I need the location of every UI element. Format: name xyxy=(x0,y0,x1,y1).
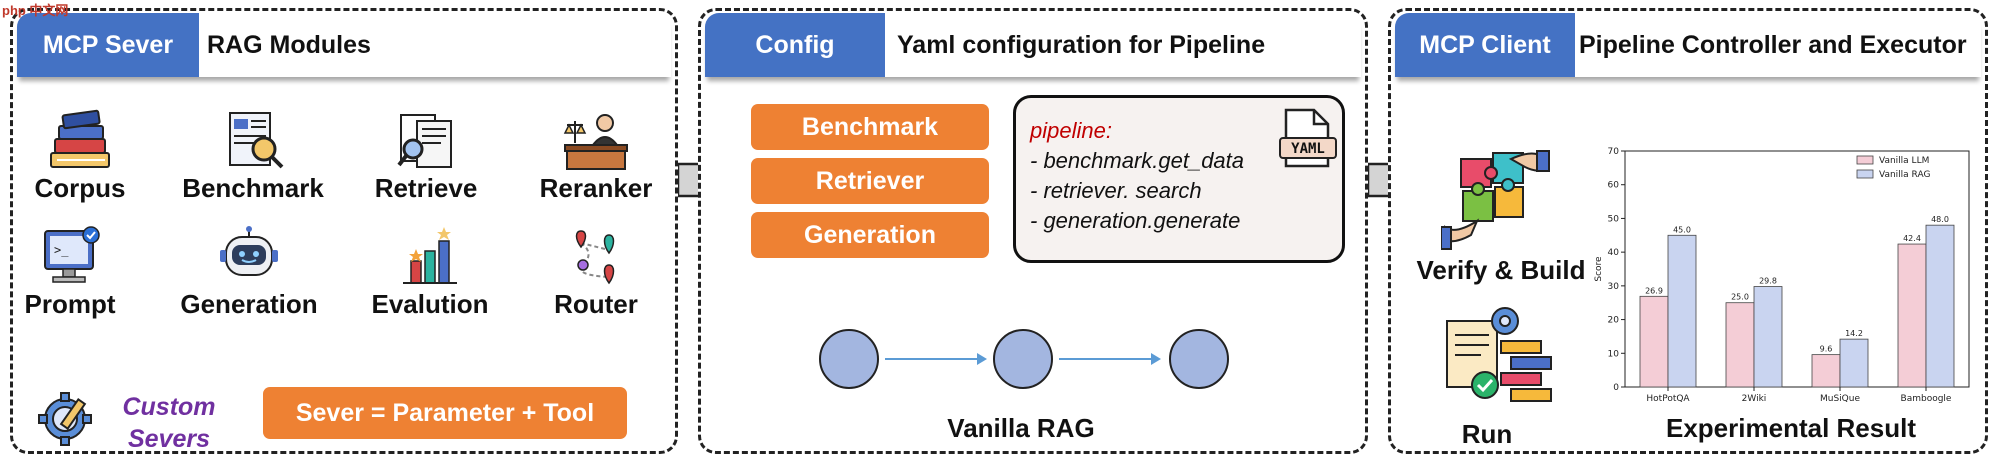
yaml-badge: YAML xyxy=(1291,141,1325,157)
module-label: Generation xyxy=(180,289,318,319)
bar xyxy=(1725,302,1755,388)
document-magnifier-icon xyxy=(229,112,284,169)
legend-swatch xyxy=(1856,169,1874,179)
client-title: Pipeline Controller and Executor xyxy=(1579,30,1967,59)
step-retriever: Retriever xyxy=(751,158,989,204)
gear-pencil-icon xyxy=(38,392,92,446)
module-benchmark: Benchmark xyxy=(178,109,328,204)
config-title: Yaml configuration for Pipeline xyxy=(897,30,1266,59)
pipeline-node-3 xyxy=(1169,329,1229,389)
yaml-file-icon xyxy=(1279,108,1337,168)
legend-label: Vanilla LLM xyxy=(1879,156,1929,166)
y-tick-label: 60 xyxy=(1608,181,1620,191)
yaml-line: - retriever. search xyxy=(1030,178,1202,203)
bar-value-label: 9.6 xyxy=(1820,345,1833,354)
run-process-icon xyxy=(1446,307,1552,402)
formula-box: Sever = Parameter + Tool xyxy=(263,387,627,439)
y-tick-label: 30 xyxy=(1608,282,1620,292)
module-reranker: Reranker xyxy=(521,109,671,204)
server-tag: MCP Sever xyxy=(17,13,199,77)
svg-text:>_: >_ xyxy=(54,243,69,257)
bar-value-label: 42.4 xyxy=(1903,234,1921,243)
robot-icon xyxy=(220,226,278,276)
watermark: php 中文网 xyxy=(2,3,69,18)
config-tag: Config xyxy=(705,13,885,77)
client-tag: MCP Client xyxy=(1395,13,1575,77)
x-tick-label: MuSiQue xyxy=(1820,394,1860,404)
run-label: Run xyxy=(1461,419,1513,449)
bar-value-label: 26.9 xyxy=(1645,286,1663,295)
custom-line-2: Severs xyxy=(127,425,211,453)
bar-value-label: 48.0 xyxy=(1931,215,1949,224)
module-label: Router xyxy=(554,289,638,319)
bar-value-label: 14.2 xyxy=(1845,329,1863,338)
judge-icon xyxy=(563,114,628,170)
module-label: Prompt xyxy=(24,289,116,319)
yaml-config-box: pipeline: - benchmark.get_data - retriev… xyxy=(1013,95,1345,263)
yaml-key: pipeline: xyxy=(1030,118,1112,143)
client-panel: MCP Client Pipeline Controller and Execu… xyxy=(1388,8,1988,454)
ranking-chart-icon xyxy=(403,227,457,284)
module-generation: Generation xyxy=(174,225,324,320)
module-label: Retrieve xyxy=(374,173,478,203)
y-tick-label: 0 xyxy=(1613,383,1619,393)
module-corpus: Corpus xyxy=(5,109,155,204)
bar-value-label: 45.0 xyxy=(1673,225,1691,234)
custom-severs-label: Custom Severs xyxy=(109,391,229,455)
code-monitor-icon: >_ xyxy=(44,226,100,283)
config-panel: Config Yaml configuration for Pipeline B… xyxy=(698,8,1368,454)
books-icon xyxy=(50,109,110,168)
y-tick-label: 50 xyxy=(1608,214,1620,224)
module-prompt: >_ Prompt xyxy=(0,225,145,320)
pipeline-name: Vanilla RAG xyxy=(947,413,1095,443)
bar xyxy=(1753,286,1783,388)
module-label: Reranker xyxy=(539,173,653,203)
bar xyxy=(1667,234,1697,388)
route-pins-icon xyxy=(575,230,615,285)
bar xyxy=(1639,295,1669,388)
document-search-icon xyxy=(397,114,452,168)
module-label: Corpus xyxy=(34,173,126,203)
bar xyxy=(1839,338,1869,388)
bar xyxy=(1811,354,1841,388)
y-axis-label: Score xyxy=(1594,256,1604,282)
legend-label: Vanilla RAG xyxy=(1879,170,1930,180)
experimental-result-label: Experimental Result xyxy=(1666,413,1916,443)
y-tick-label: 70 xyxy=(1608,147,1620,157)
server-panel: MCP Sever RAG Modules Corpus Benchmark xyxy=(10,8,678,454)
x-tick-label: HotPotQA xyxy=(1646,394,1690,404)
custom-line-1: Custom xyxy=(122,393,216,421)
y-tick-label: 40 xyxy=(1608,248,1620,258)
pipeline-node-1 xyxy=(819,329,879,389)
yaml-line: - generation.generate xyxy=(1030,208,1241,233)
node-arrow-1 xyxy=(885,353,987,365)
module-label: Evalution xyxy=(371,289,489,319)
chart-frame xyxy=(1624,150,1970,388)
verify-build-label: Verify & Build xyxy=(1416,255,1586,285)
step-generation: Generation xyxy=(751,212,989,258)
server-title: RAG Modules xyxy=(207,30,371,59)
puzzle-hands-icon xyxy=(1441,150,1550,250)
module-router: Router xyxy=(521,225,671,320)
module-retrieve: Retrieve xyxy=(351,109,501,204)
y-tick-label: 10 xyxy=(1608,349,1620,359)
module-label: Benchmark xyxy=(182,173,324,203)
legend-swatch xyxy=(1856,155,1874,165)
y-tick-label: 20 xyxy=(1608,316,1620,326)
x-tick-label: 2Wiki xyxy=(1742,394,1767,404)
yaml-line: - benchmark.get_data xyxy=(1030,148,1245,173)
bar xyxy=(1897,243,1927,388)
bar xyxy=(1925,224,1955,388)
bar-value-label: 25.0 xyxy=(1731,293,1749,302)
node-arrow-2 xyxy=(1059,353,1161,365)
bar-value-label: 29.8 xyxy=(1759,277,1777,286)
module-evalution: Evalution xyxy=(355,225,505,320)
pipeline-node-2 xyxy=(993,329,1053,389)
step-benchmark: Benchmark xyxy=(751,104,989,150)
x-tick-label: Bamboogle xyxy=(1901,394,1952,404)
